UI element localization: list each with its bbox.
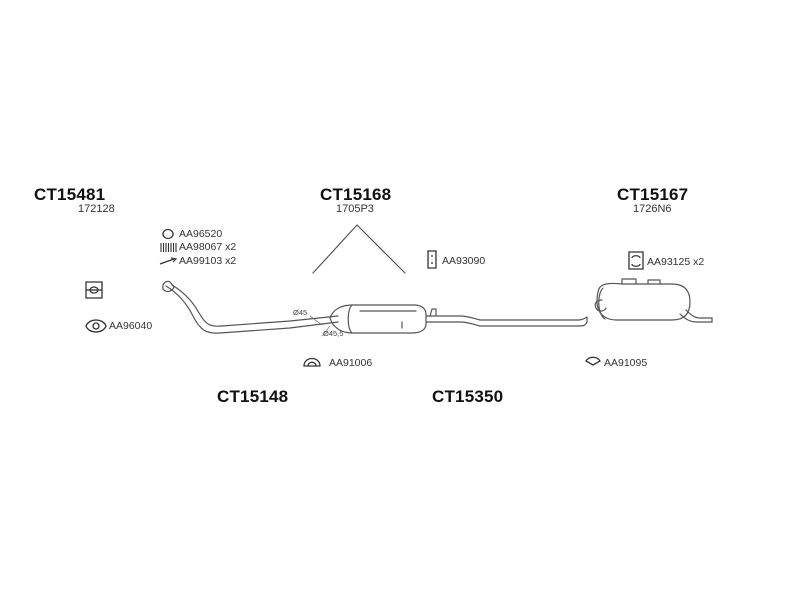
front-pipe bbox=[162, 280, 339, 334]
part-label-aa98067: AA98067 x2 bbox=[179, 241, 237, 253]
part-label-aa91006: AA91006 bbox=[329, 357, 373, 369]
rubber-mount-icon bbox=[85, 281, 103, 299]
hanger-icon bbox=[427, 250, 437, 269]
part-label-aa96040: AA96040 bbox=[109, 320, 153, 332]
gasket-block-icon bbox=[628, 251, 644, 270]
group-ref-1705p3: 1705P3 bbox=[336, 203, 374, 215]
clamp-icon bbox=[303, 357, 321, 367]
part-label-aa96520: AA96520 bbox=[179, 228, 223, 240]
group-code-ct15481: CT15481 bbox=[34, 185, 106, 204]
dimension-label-d45: Ø45 bbox=[293, 308, 308, 317]
seal-ring-icon bbox=[162, 228, 174, 240]
centre-silencer bbox=[329, 304, 427, 334]
dimension-leaders bbox=[309, 315, 331, 337]
group-ref-1726n6: 1726N6 bbox=[633, 203, 672, 215]
dimension-label-d455: Ø45,5 bbox=[323, 329, 344, 338]
spring-icon bbox=[160, 243, 177, 252]
group-code-ct15167: CT15167 bbox=[617, 185, 689, 204]
part-label-aa93090: AA93090 bbox=[442, 255, 486, 267]
part-label-aa91095: AA91095 bbox=[604, 357, 648, 369]
pointer-lines bbox=[312, 224, 406, 274]
group-code-ct15350: CT15350 bbox=[432, 387, 504, 406]
group-ref-172128: 172128 bbox=[78, 203, 115, 215]
flange-gasket-icon bbox=[85, 319, 107, 333]
group-code-ct15148: CT15148 bbox=[217, 387, 289, 406]
hanger-clip-icon bbox=[585, 356, 601, 366]
group-code-ct15168: CT15168 bbox=[320, 185, 392, 204]
intermediate-pipe bbox=[425, 308, 588, 327]
rear-silencer bbox=[594, 278, 713, 323]
part-label-aa99103: AA99103 x2 bbox=[179, 255, 237, 267]
bolt-icon bbox=[159, 257, 178, 265]
part-label-aa93125: AA93125 x2 bbox=[647, 256, 705, 268]
